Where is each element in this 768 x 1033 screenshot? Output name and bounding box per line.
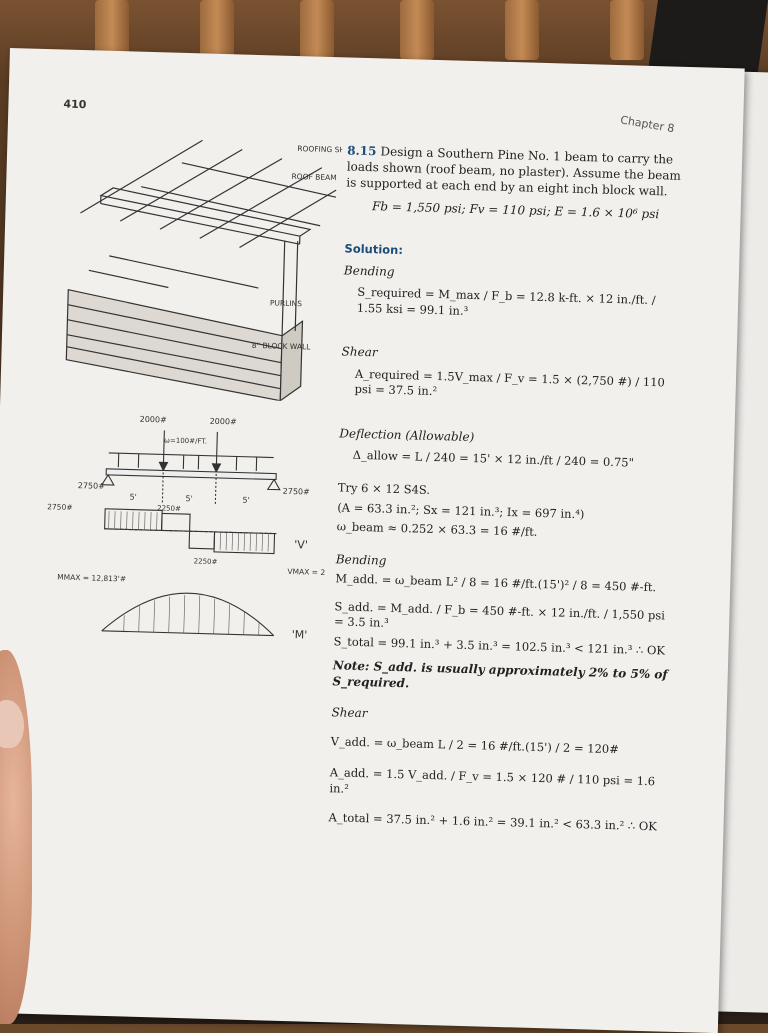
section-deflection: Deflection (Allowable)	[339, 425, 679, 451]
load-right: 2000#	[210, 417, 238, 427]
span-2: 5'	[185, 494, 193, 503]
eq-delta-allow: Δ_allow = L / 240 = 15' × 12 in./ft / 24…	[353, 448, 679, 473]
vmax-label: VMAX = 2750#	[287, 567, 329, 578]
load-shear-moment-diagram: 2000# 2000# ω=100#/FT. 2750# 2750# 5' 5'…	[33, 409, 330, 677]
problem-number: 8.15	[347, 143, 377, 158]
roof-framing-sketch: ROOFING SHEATHING ROOF BEAM PURLINS 8" B…	[45, 124, 342, 402]
eq-a-required: A_required = 1.5V_max / F_v = 1.5 × (2,7…	[354, 366, 681, 406]
shear-diagram-label: 'V'	[294, 538, 308, 551]
eq-s-required: S_required = M_max / F_b = 12.8 k-ft. × …	[357, 285, 684, 325]
chair-spindle	[400, 0, 434, 60]
load-left: 2000#	[140, 415, 168, 425]
label-roof-beam: ROOF BEAM	[291, 172, 336, 182]
eq-a-add: A_add. = 1.5 V_add. / F_v = 1.5 × 120 # …	[329, 765, 670, 806]
label-block-wall: 8" BLOCK WALL	[252, 341, 312, 352]
eq-v-add: V_add. = ω_beam L / 2 = 16 #/ft.(15') / …	[331, 734, 671, 759]
eq-s-add: S_add. = M_add. / F_b = 450 #-ft. × 12 i…	[334, 599, 675, 640]
reaction-left: 2750#	[78, 481, 106, 491]
page-number: 410	[63, 98, 86, 112]
eq-a-total: A_total = 37.5 in.² + 1.6 in.² = 39.1 in…	[328, 811, 668, 836]
section-bending: Bending	[344, 263, 684, 289]
chair-spindle	[300, 0, 334, 60]
uniform-load: ω=100#/FT.	[164, 436, 207, 445]
span-1: 5'	[129, 493, 137, 502]
problem-text: Design a Southern Pine No. 1 beam to car…	[346, 144, 681, 198]
reaction-right: 2750#	[283, 487, 311, 497]
span-3: 5'	[242, 496, 250, 505]
material-properties: Fb = 1,550 psi; Fv = 110 psi; E = 1.6 × …	[346, 197, 686, 223]
label-purlins: PURLINS	[270, 298, 302, 308]
chapter-header: Chapter 8	[619, 113, 675, 135]
solution-heading: Solution:	[344, 241, 684, 266]
moment-diagram-label: 'M'	[292, 628, 308, 641]
note-text: Note: S_add. is usually approximately 2%…	[332, 657, 673, 699]
shear-mid-label: 2250#	[157, 504, 181, 513]
label-roofing: ROOFING SHEATHING	[297, 144, 343, 155]
book-page: 410 Chapter 8 ROOFING SHEATHING ROOF BEA…	[0, 48, 745, 1033]
shear-left-label: 2750#	[47, 502, 73, 512]
shear-mid2-label: 2250#	[194, 557, 218, 566]
section-shear-2: Shear	[331, 704, 671, 730]
chair-spindle	[610, 0, 644, 60]
chair-spindle	[200, 0, 234, 60]
section-shear: Shear	[341, 344, 681, 370]
mmax-label: MMAX = 12,813'#	[57, 573, 126, 584]
chair-spindle	[505, 0, 539, 60]
